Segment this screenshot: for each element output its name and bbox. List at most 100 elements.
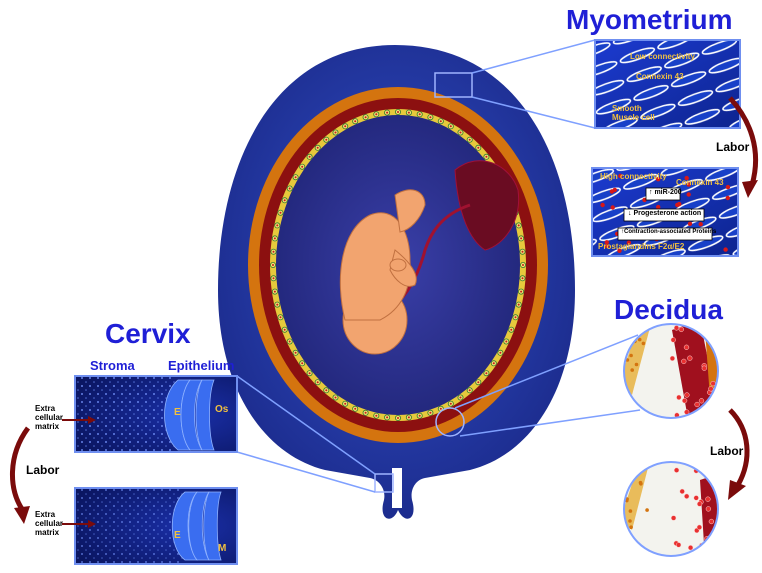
membrane-cell-nucleus [510, 329, 512, 331]
membrane-cell-nucleus [518, 224, 520, 226]
connexin-dot [613, 188, 617, 192]
trophoblast-cell [639, 482, 643, 486]
membrane-cell-nucleus [325, 389, 327, 391]
trophoblast-cell [635, 545, 639, 549]
trophoblast-cell [630, 368, 634, 372]
trophoblast-cell [628, 331, 632, 335]
decidual-cell [697, 525, 702, 530]
membrane-cell-nucleus [335, 397, 337, 399]
connexin-dot [600, 203, 604, 207]
trophoblast-cell [635, 363, 639, 367]
decidual-cell [688, 545, 693, 550]
decidual-cell [700, 326, 705, 331]
decidual-cell [677, 395, 682, 400]
decidual-cell [709, 519, 714, 524]
decidual-cell [720, 523, 725, 528]
decidual-cell [674, 326, 679, 331]
membrane-cell-nucleus [485, 156, 487, 158]
cervix-panel-after [75, 488, 237, 564]
membrane-cell-nucleus [485, 372, 487, 374]
membrane-cell-nucleus [419, 113, 421, 115]
decidual-cell [697, 502, 702, 507]
trophoblast-cell [629, 354, 633, 358]
membrane-cell-nucleus [493, 362, 495, 364]
membrane-cell-nucleus [284, 329, 286, 331]
membrane-cell-nucleus [522, 264, 524, 266]
decidual-cell [706, 497, 711, 502]
membrane-cell-nucleus [289, 188, 291, 190]
membrane-cell-nucleus [284, 199, 286, 201]
connexin-dot [726, 185, 730, 189]
cervix-bottom-E: E [174, 530, 181, 541]
trophoblast-cell [645, 508, 649, 512]
membrane-cell-nucleus [499, 352, 501, 354]
decidual-cell [671, 516, 676, 521]
cervix-top-E: E [174, 407, 181, 418]
membrane-cell-nucleus [272, 264, 274, 266]
membrane-cell-nucleus [469, 389, 471, 391]
decidual-cell [695, 402, 700, 407]
membrane-cell-nucleus [397, 111, 399, 113]
decidual-cell [716, 337, 721, 342]
membrane-cell-nucleus [419, 415, 421, 417]
membrane-cell-nucleus [477, 147, 479, 149]
membrane-cell-nucleus [301, 166, 303, 168]
membrane-cell-nucleus [460, 132, 462, 134]
membrane-cell-nucleus [518, 304, 520, 306]
membrane-cell-nucleus [344, 403, 346, 405]
membrane-cell-nucleus [276, 224, 278, 226]
membrane-cell-nucleus [375, 415, 377, 417]
mir200-label: ↑ miR-200 [649, 189, 682, 196]
membrane-cell-nucleus [354, 408, 356, 410]
decidual-cell [670, 356, 675, 361]
membrane-cell-nucleus [408, 416, 410, 418]
membrane-cell-nucleus [335, 132, 337, 134]
decidual-cell [676, 543, 681, 548]
decidual-cell [709, 386, 714, 391]
membrane-cell-nucleus [301, 362, 303, 364]
decidual-cell [671, 338, 676, 343]
decidual-cell [700, 551, 705, 556]
decidual-cell [719, 347, 724, 352]
labor-label-myometrium: Labor [716, 140, 749, 154]
decidual-cell [694, 496, 699, 501]
decidual-cell [682, 398, 687, 403]
decidua-title: Decidua [614, 294, 723, 326]
membrane-cell-nucleus [309, 372, 311, 374]
membrane-cell-nucleus [469, 139, 471, 141]
membrane-cell-nucleus [309, 156, 311, 158]
membrane-cell-nucleus [440, 120, 442, 122]
membrane-cell-nucleus [515, 316, 517, 318]
membrane-cell-nucleus [344, 125, 346, 127]
membrane-cell-nucleus [440, 408, 442, 410]
membrane-cell-nucleus [429, 412, 431, 414]
progesterone-label: ↓ Progesterone action [628, 210, 701, 217]
membrane-cell-nucleus [317, 381, 319, 383]
connexin-dot [699, 222, 703, 226]
membrane-cell-nucleus [450, 403, 452, 405]
decidual-cell [679, 327, 684, 332]
membrane-cell-nucleus [429, 116, 431, 118]
labor-label-decidua: Labor [710, 444, 743, 458]
membrane-cell-nucleus [386, 112, 388, 114]
myometrium-title: Myometrium [566, 4, 732, 36]
decidual-cell [702, 366, 707, 371]
membrane-cell-nucleus [354, 120, 356, 122]
labor-label-cervix: Labor [26, 463, 59, 477]
epithelium-label: Epithelium [168, 358, 234, 373]
membrane-cell-nucleus [276, 304, 278, 306]
connexin-dot [688, 222, 692, 226]
membrane-cell-nucleus [317, 147, 319, 149]
membrane-cell-nucleus [450, 125, 452, 127]
decidual-cell [721, 401, 726, 406]
decidual-cell [723, 512, 728, 517]
connexin-dot [677, 202, 681, 206]
cervix-title: Cervix [105, 318, 191, 350]
decidual-cell [680, 489, 685, 494]
decidual-cell [718, 499, 723, 504]
membrane-cell-nucleus [505, 341, 507, 343]
